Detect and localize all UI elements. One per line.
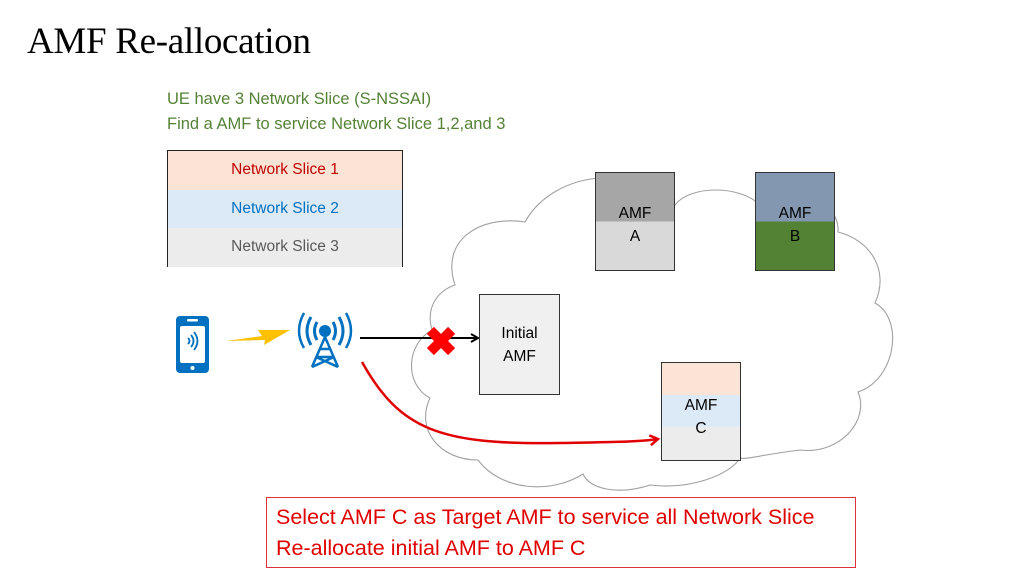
amf-a: AMF A (595, 172, 675, 271)
initial-amf-label-2: AMF (503, 348, 536, 365)
amf-b-label-2: B (789, 228, 801, 245)
intro-line-1: UE have 3 Network Slice (S-NSSAI) (167, 90, 432, 108)
network-slice-3: Network Slice 3 (168, 228, 402, 267)
initial-amf: Initial AMF (479, 294, 560, 395)
initial-amf-label-1: Initial (501, 325, 538, 342)
intro-line-2: Find a AMF to service Network Slice 1,2,… (167, 115, 506, 133)
network-slice-table: Network Slice 1 Network Slice 2 Network … (167, 150, 403, 267)
smartphone-icon (176, 316, 209, 373)
blocked-x-icon (426, 326, 456, 356)
amf-a-label-1: AMF (618, 205, 652, 222)
amf-c: AMF C (661, 362, 741, 461)
amf-b: AMF B (755, 172, 835, 271)
result-callout: Select AMF C as Target AMF to service al… (266, 497, 856, 568)
result-line-1: Select AMF C as Target AMF to service al… (276, 505, 815, 529)
network-slice-1: Network Slice 1 (168, 151, 402, 190)
lightning-icon (226, 330, 290, 345)
reallocation-arrow (360, 361, 658, 443)
page-title: AMF Re-allocation (27, 21, 311, 62)
cell-tower-icon (297, 312, 353, 369)
amf-c-label-1: AMF (684, 397, 718, 414)
amf-c-label-2: C (695, 420, 707, 437)
amf-a-label-2: A (629, 228, 641, 245)
result-line-2: Re-allocate initial AMF to AMF C (276, 536, 586, 560)
network-slice-2: Network Slice 2 (168, 189, 402, 228)
amf-b-label-1: AMF (778, 205, 812, 222)
